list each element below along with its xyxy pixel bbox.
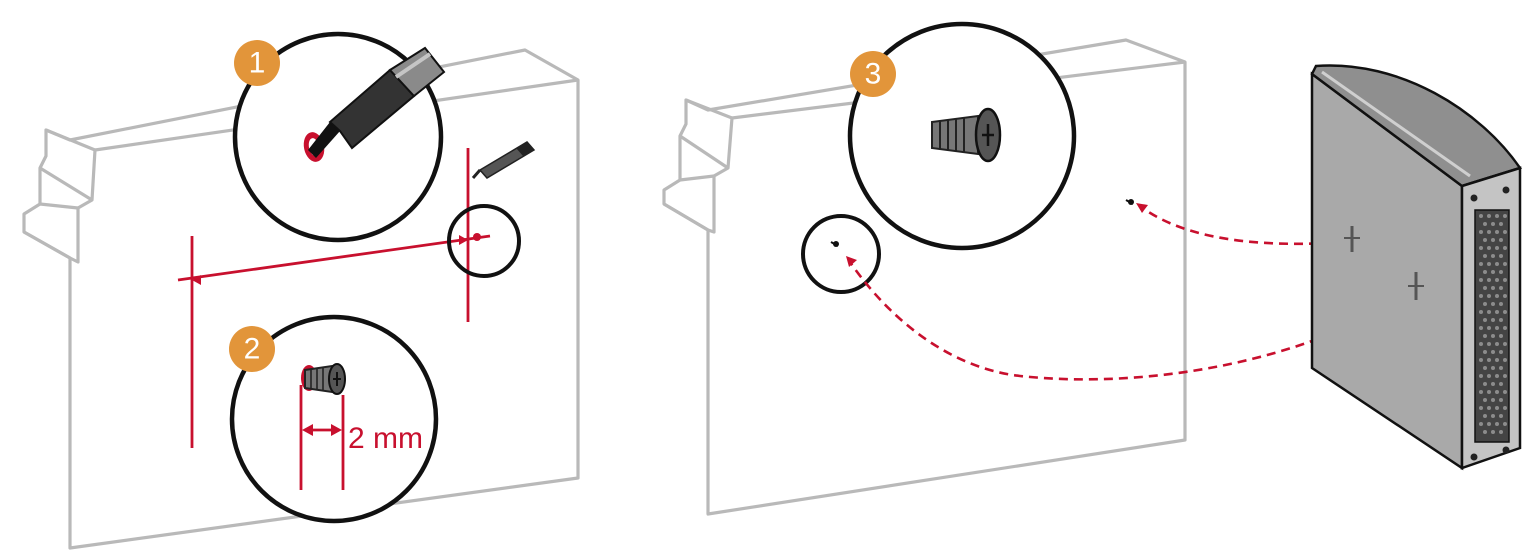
wall-screw-upper [1125,199,1134,205]
screw-large-icon [931,107,1002,163]
step-3-badge: 3 [850,51,896,97]
screw-depth-callout: 2 mm [229,314,439,524]
network-device-icon [1310,64,1522,471]
marker-pen-icon [471,141,536,179]
screw-location-callout [801,214,881,294]
step-2-badge: 2 [229,326,275,372]
svg-text:1: 1 [249,47,266,80]
wall-screw-lower [830,241,839,247]
svg-text:3: 3 [865,58,882,91]
keyhole-slot-lower [1408,272,1424,300]
screw-icon [304,363,346,395]
screw-closeup-callout [847,21,1077,251]
svg-text:2: 2 [244,333,261,366]
layout-markings [177,148,491,448]
marker-pen-large-icon [308,46,446,158]
mark-detail-callout [447,204,521,278]
marking-detail-callout [232,31,446,243]
left-wall-panel [22,48,580,550]
step-1-badge: 1 [234,40,280,86]
keyhole-slot-upper [1344,226,1360,252]
dimension-label: 2 mm [348,422,423,455]
